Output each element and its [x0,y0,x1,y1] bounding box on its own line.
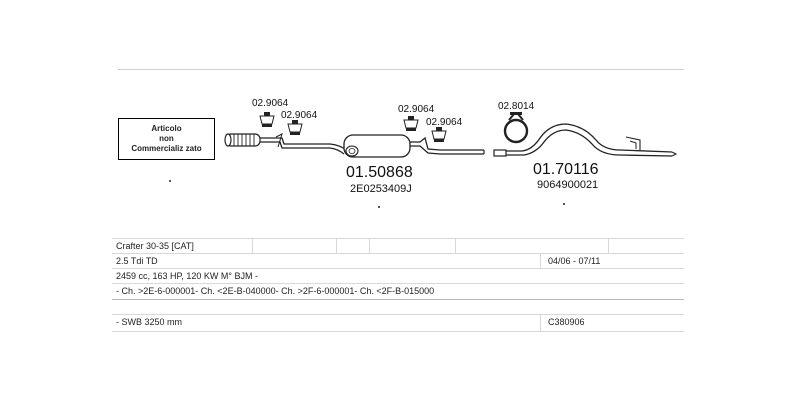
marker-dot [563,203,565,205]
front-silencer-code: 01.50868 [346,164,413,181]
marker-dot [378,206,380,208]
notice-line-3: Commercializ zato [131,144,202,153]
table-row: - SWB 3250 mm C380906 [112,314,684,332]
flex-pipe [224,133,261,147]
column-divider [540,315,541,331]
front-silencer-oem: 2E0253409J [350,183,412,195]
clamp-code: 02.8014 [498,101,535,112]
wheelbase-cell: - SWB 3250 mm [116,317,183,327]
notice-line-2: non [159,134,174,143]
rubber-mount-1 [259,112,275,127]
mount-3-code: 02.9064 [398,104,435,115]
mount-2-code: 02.9064 [281,110,318,121]
marker-dot [169,180,171,182]
column-divider [608,239,609,253]
exhaust-diagram [224,112,678,158]
reference-cell: C380906 [548,317,585,327]
column-divider [336,239,337,253]
engine-cell: 2.5 Tdi TD [116,256,158,266]
connector-sleeve [493,149,507,157]
top-rule [118,69,684,70]
rear-pipe-oem: 9064900021 [537,179,599,191]
mid-pipe [410,136,484,151]
table-row [112,299,684,314]
application-table: Crafter 30-35 [CAT] 2.5 Tdi TD 04/06 - 0… [112,238,684,332]
rubber-mount-4 [431,127,447,142]
front-silencer [343,134,411,158]
not-commercialized-notice: Articolo non Commercializ zato [118,118,215,160]
mount-1-code: 02.9064 [252,98,289,109]
specs-cell: 2459 cc, 163 HP, 120 KW M° BJM - [116,271,258,281]
chassis-cell: - Ch. >2E-6-000001- Ch. <2E-B-040000- Ch… [116,286,435,296]
column-divider [252,239,253,253]
dates-cell: 04/06 - 07/11 [548,256,601,266]
mount-4-code: 02.9064 [426,117,463,128]
column-divider [369,239,370,253]
table-row: 2459 cc, 163 HP, 120 KW M° BJM - [112,268,684,283]
rear-pipe [506,123,673,153]
column-divider [540,254,541,268]
rear-pipe-code: 01.70116 [533,161,599,178]
column-divider [455,239,456,253]
notice-line-1: Articolo [151,124,182,133]
table-row: Crafter 30-35 [CAT] [112,238,684,253]
table-row: - Ch. >2E-6-000001- Ch. <2E-B-040000- Ch… [112,283,684,299]
rubber-mount-3 [403,116,419,131]
table-row: 2.5 Tdi TD 04/06 - 07/11 [112,253,684,268]
clamp-icon [503,112,529,144]
rubber-mount-2 [287,120,303,135]
model-cell: Crafter 30-35 [CAT] [116,241,194,251]
